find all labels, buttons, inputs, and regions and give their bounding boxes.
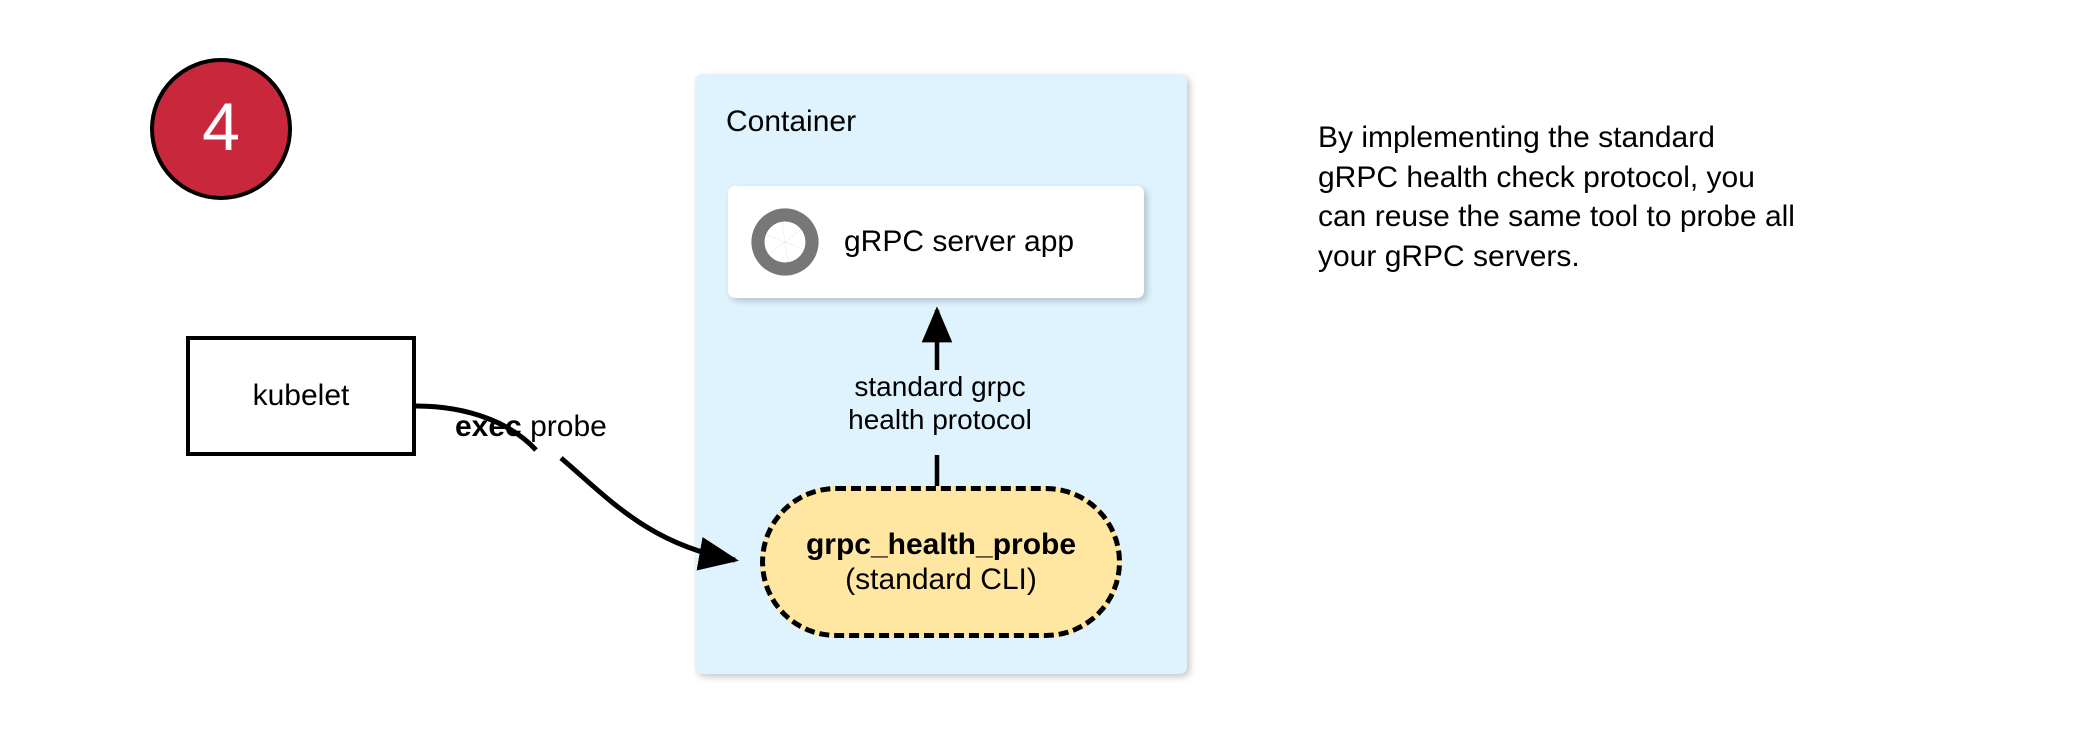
side-note-line2: gRPC health check protocol, you	[1318, 160, 1755, 194]
node-grpc-health-probe: grpc_health_probe (standard CLI)	[760, 486, 1122, 638]
side-note-line1: By implementing the standard	[1318, 121, 1715, 154]
node-grpc-health-probe-subtitle: (standard CLI)	[845, 563, 1037, 596]
step-number-value: 4	[202, 89, 240, 165]
side-note-line4: your gRPC servers.	[1318, 239, 1580, 273]
connector-exec-probe-label: exec probe	[455, 412, 607, 442]
side-note: By implementing the standard gRPC health…	[1318, 118, 1918, 276]
connector-exec-probe-label-bold: exec	[455, 410, 522, 443]
node-grpc-server-app-label: gRPC server app	[844, 225, 1075, 258]
connector-health-protocol-label: standard grpc health protocol	[820, 370, 1060, 436]
connector-exec-probe-label-rest: probe	[521, 410, 607, 443]
step-number-badge: 4	[150, 58, 292, 200]
container-panel-label: Container	[726, 105, 857, 138]
node-grpc-health-probe-title: grpc_health_probe	[805, 527, 1077, 561]
side-note-line3: can reuse the same tool to probe all	[1318, 200, 1795, 234]
node-kubelet-label: kubelet	[252, 379, 350, 412]
connector-health-protocol-label-line1: standard grpc	[854, 371, 1026, 402]
grpc-logo-icon	[751, 208, 819, 276]
connector-health-protocol-label-line2: health protocol	[848, 404, 1032, 436]
node-kubelet: kubelet	[186, 336, 416, 456]
node-grpc-server-app: gRPC server app	[728, 186, 1144, 298]
